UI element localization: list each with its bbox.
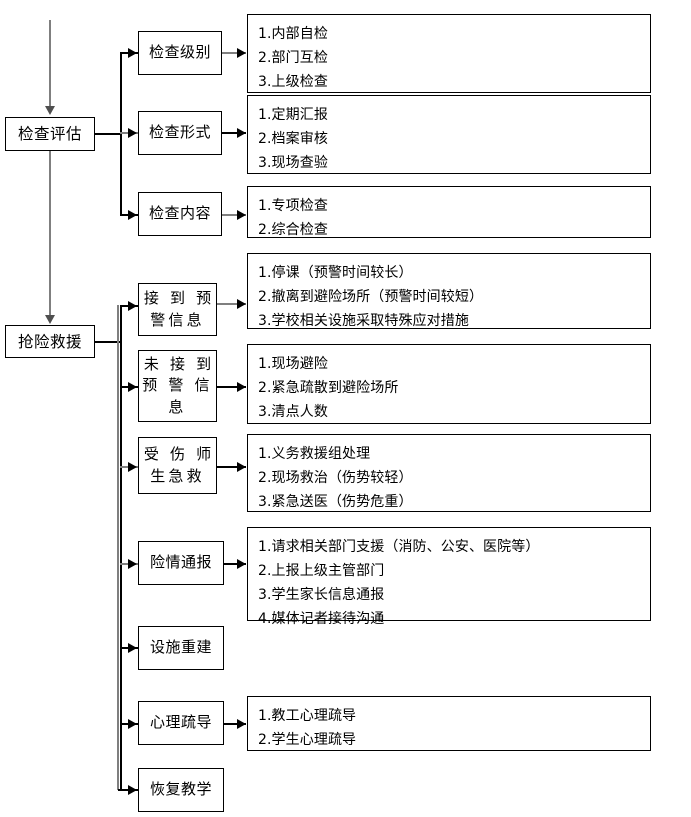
list-item: 2.学生心理疏导 <box>258 732 357 749</box>
connector-level-to-panel <box>222 52 246 55</box>
list-item: 2.综合检查 <box>258 222 328 239</box>
node-branch-inspection-content[interactable]: 检查内容 <box>138 192 222 236</box>
list-item: 1.现场避险 <box>258 356 328 372</box>
connector-danger-report-to-panel <box>224 563 246 565</box>
incoming-arrow-head <box>44 106 55 115</box>
connector-content-to-panel <box>222 214 246 217</box>
arrow-psych-counseling-to-panel <box>237 718 246 729</box>
arrow-to-inspection-level <box>128 47 137 58</box>
node-branch-warning-received[interactable]: 接 到 预 警信息 <box>138 283 217 336</box>
list-item: 1.专项检查 <box>258 198 328 214</box>
arrow-to-inspection-content <box>128 209 137 220</box>
root-link-arrow-head <box>44 315 55 324</box>
node-branch-inspection-form[interactable]: 检查形式 <box>138 111 222 155</box>
rescue-trunk-black <box>120 305 122 790</box>
connector-warning-not-received-to-panel <box>217 386 246 388</box>
arrow-injured-first-aid-to-panel <box>237 461 246 472</box>
arrow-to-warning-received <box>128 300 137 311</box>
node-branch-resume-teaching[interactable]: 恢复教学 <box>138 768 224 812</box>
root-link-line <box>49 151 52 318</box>
arrow-warning-not-received-to-panel <box>237 381 246 392</box>
panel-warning-not-received: 1.现场避险 2.紧急疏散到避险场所 3.清点人数 <box>247 344 651 424</box>
list-item: 3.学生家长信息通报 <box>258 587 385 604</box>
panel-inspection-level: 1.内部自检 2.部门互检 3.上级检查 <box>247 14 651 93</box>
arrow-to-danger-report <box>128 558 137 569</box>
panel-psych-counseling: 1.教工心理疏导 2.学生心理疏导 <box>247 696 651 751</box>
list-item: 2.紧急疏散到避险场所 <box>258 380 399 397</box>
arrow-level-to-panel <box>237 47 246 58</box>
list-item: 2.上报上级主管部门 <box>258 563 385 580</box>
root-rescue-stem <box>95 341 121 343</box>
list-item: 3.学校相关设施采取特殊应对措施 <box>258 313 469 330</box>
node-root-inspection[interactable]: 检查评估 <box>5 117 95 151</box>
arrow-to-resume-teaching <box>128 784 137 795</box>
list-item: 1.义务救援组处理 <box>258 446 371 462</box>
arrow-to-warning-not-received <box>128 381 137 392</box>
list-item: 2.撤离到避险场所（预警时间较短） <box>258 289 484 306</box>
incoming-arrow-line <box>49 20 52 108</box>
list-item: 3.现场查验 <box>258 155 328 172</box>
panel-injured-first-aid: 1.义务救援组处理 2.现场救治（伤势较轻） 3.紧急送医（伤势危重） <box>247 434 651 512</box>
list-item: 4.媒体记者接待沟通 <box>258 611 385 628</box>
node-branch-danger-report[interactable]: 险情通报 <box>138 541 224 585</box>
connector-form-to-panel <box>222 132 246 134</box>
list-item: 1.教工心理疏导 <box>258 708 357 724</box>
node-branch-inspection-level[interactable]: 检查级别 <box>138 31 222 75</box>
arrow-to-injured-first-aid <box>128 461 137 472</box>
connector-injured-first-aid-to-panel <box>217 466 246 468</box>
list-item: 2.现场救治（伤势较轻） <box>258 470 413 487</box>
list-item: 1.请求相关部门支援（消防、公安、医院等） <box>258 539 540 555</box>
connector-warning-received-to-panel <box>217 303 246 306</box>
list-item: 1.停课（预警时间较长） <box>258 265 413 281</box>
list-item: 2.部门互检 <box>258 50 328 67</box>
panel-inspection-form: 1.定期汇报 2.档案审核 3.现场查验 <box>247 95 651 174</box>
list-item: 1.定期汇报 <box>258 107 328 123</box>
arrow-to-psych-counseling <box>128 718 137 729</box>
arrow-to-facility-rebuild <box>128 642 137 653</box>
list-item: 1.内部自检 <box>258 26 328 42</box>
connector-psych-counseling-to-panel <box>224 723 246 725</box>
panel-danger-report: 1.请求相关部门支援（消防、公安、医院等） 2.上报上级主管部门 3.学生家长信… <box>247 527 651 627</box>
panel-warning-received: 1.停课（预警时间较长） 2.撤离到避险场所（预警时间较短） 3.学校相关设施采… <box>247 253 651 329</box>
list-item: 3.紧急送医（伤势危重） <box>258 494 413 511</box>
node-branch-warning-not-received[interactable]: 未 接 到 预 警 信 息 <box>138 350 217 422</box>
node-branch-facility-rebuild[interactable]: 设施重建 <box>138 626 224 670</box>
list-item: 3.清点人数 <box>258 404 328 421</box>
arrow-content-to-panel <box>237 209 246 220</box>
node-branch-injured-first-aid[interactable]: 受 伤 师 生急救 <box>138 437 217 494</box>
list-item: 2.档案审核 <box>258 131 328 148</box>
node-root-rescue[interactable]: 抢险救援 <box>5 325 95 358</box>
arrow-danger-report-to-panel <box>237 558 246 569</box>
arrow-warning-received-to-panel <box>237 298 246 309</box>
arrow-form-to-panel <box>237 127 246 138</box>
node-branch-psych-counseling[interactable]: 心理疏导 <box>138 701 224 745</box>
list-item: 3.上级检查 <box>258 74 328 91</box>
rescue-trunk-gray <box>117 305 119 790</box>
arrow-to-inspection-form <box>128 127 137 138</box>
root-inspection-stem <box>95 133 121 135</box>
panel-inspection-content: 1.专项检查 2.综合检查 <box>247 186 651 238</box>
